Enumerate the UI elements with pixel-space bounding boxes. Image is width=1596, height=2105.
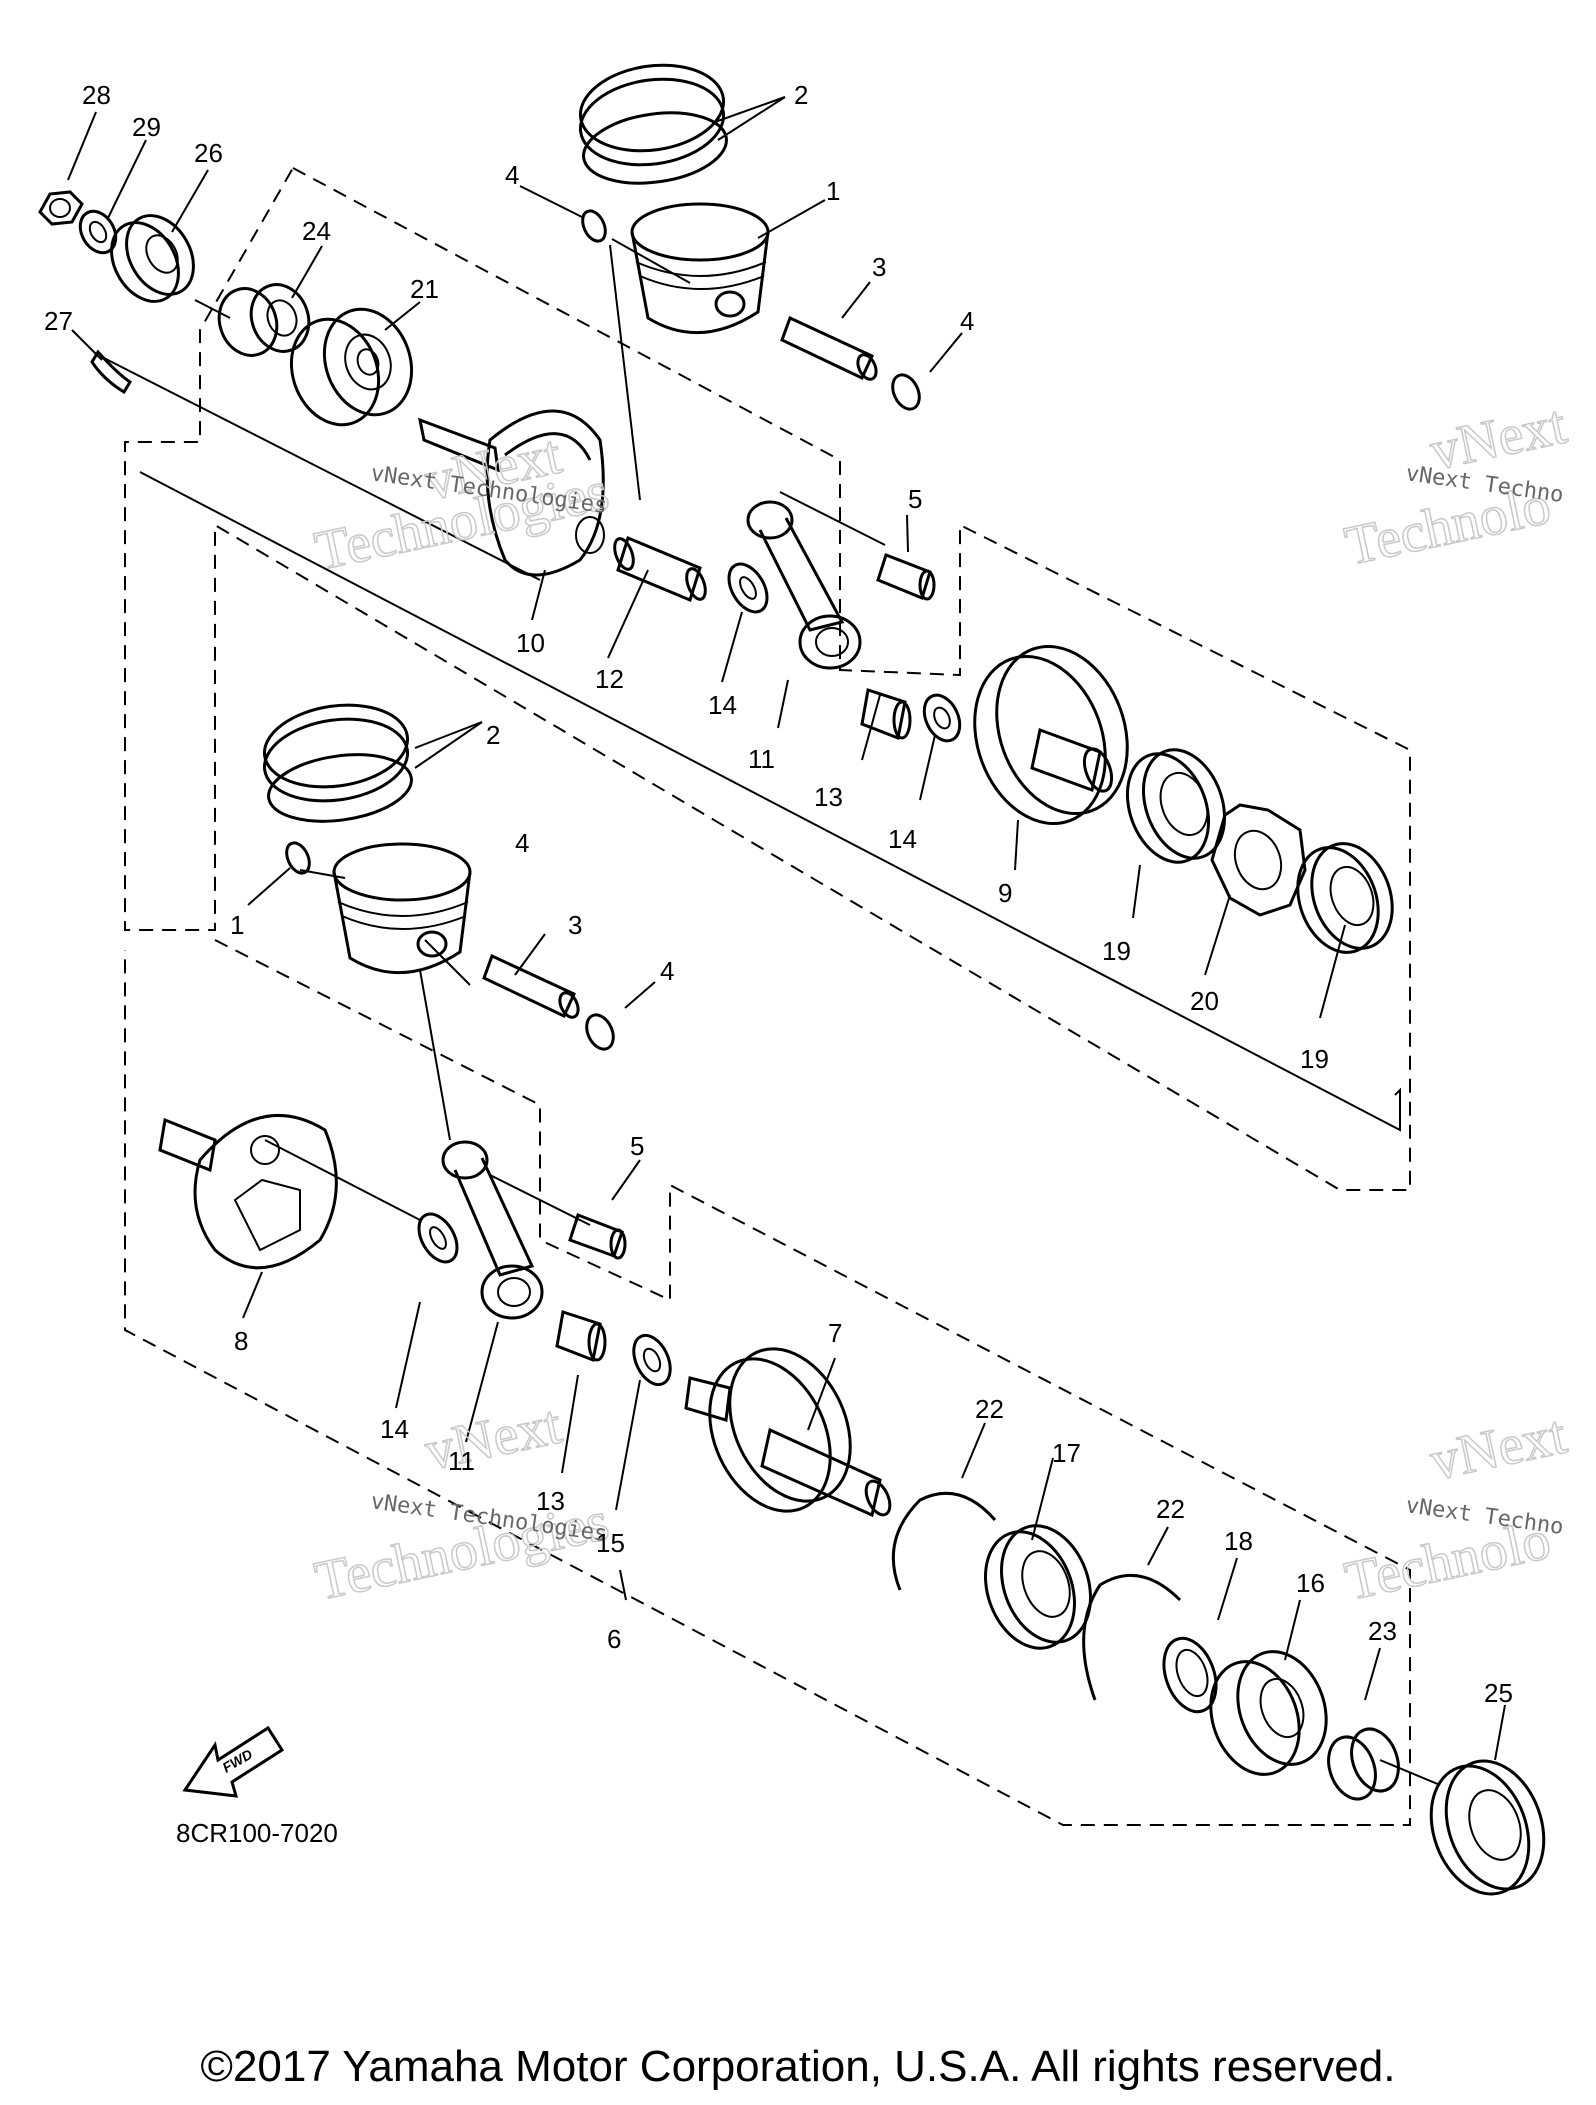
callout-6: 6 bbox=[607, 1624, 621, 1654]
shaft-axis-box bbox=[139, 471, 1401, 1132]
callout-4a: 4 bbox=[505, 160, 519, 190]
callout-14a: 14 bbox=[708, 690, 737, 720]
needle-bearing-13a-icon bbox=[860, 688, 912, 741]
circlip-22b-icon bbox=[1082, 1573, 1182, 1701]
bearing-21-icon bbox=[289, 307, 414, 427]
piston-lower-icon bbox=[332, 842, 472, 975]
callout-24: 24 bbox=[302, 216, 331, 246]
callout-15: 15 bbox=[596, 1528, 625, 1558]
callout-16: 16 bbox=[1296, 1568, 1325, 1598]
piston-rings-lower-icon bbox=[262, 703, 413, 823]
washer-18-icon bbox=[1162, 1636, 1218, 1714]
lower-parts bbox=[158, 703, 1546, 1896]
crank-web-9-icon bbox=[973, 644, 1129, 826]
callout-22a: 22 bbox=[975, 1394, 1004, 1424]
circlip-22a-icon bbox=[891, 1491, 997, 1591]
callout-2a: 2 bbox=[794, 80, 808, 110]
ball-bearing-17-icon bbox=[984, 1524, 1092, 1650]
thrust-washer-14c-icon bbox=[417, 1212, 459, 1264]
thrust-washer-14a-icon bbox=[727, 562, 769, 614]
oil-seal-26-icon bbox=[110, 214, 195, 303]
ball-bearing-19b-icon bbox=[1296, 842, 1394, 954]
lower-crank-outline bbox=[124, 939, 1411, 1826]
callout-13a: 13 bbox=[814, 782, 843, 812]
callouts: 28 29 26 24 21 27 2 4 1 3 4 5 10 12 14 1… bbox=[44, 80, 1513, 1708]
callout-14b: 14 bbox=[888, 824, 917, 854]
piston-rings-upper-icon bbox=[578, 63, 728, 185]
callout-5a: 5 bbox=[908, 484, 922, 514]
thrust-washer-15-icon bbox=[632, 1333, 672, 1387]
callout-18: 18 bbox=[1224, 1526, 1253, 1556]
washer-29-icon bbox=[78, 209, 118, 255]
circlip-4b-icon bbox=[891, 373, 921, 411]
callout-3b: 3 bbox=[568, 910, 582, 940]
copyright-notice: ©2017 Yamaha Motor Corporation, U.S.A. A… bbox=[200, 2042, 1396, 2091]
fwd-arrow-icon: FWD bbox=[182, 1725, 285, 1798]
piston-pin-upper-icon bbox=[780, 315, 878, 381]
callout-1b: 4 bbox=[515, 828, 529, 858]
assembly-outlines bbox=[124, 167, 1411, 1826]
circlip-4a-icon bbox=[581, 209, 607, 243]
callout-14c: 14 bbox=[380, 1414, 409, 1444]
callout-19a: 19 bbox=[1102, 936, 1131, 966]
callout-7: 7 bbox=[828, 1318, 842, 1348]
circlip-4d-icon bbox=[585, 1013, 615, 1051]
watermarks: vNext Technologies vNext Technologies vN… bbox=[309, 393, 1573, 1614]
callout-4b: 4 bbox=[960, 306, 974, 336]
piston-pin-lower-icon bbox=[482, 953, 580, 1019]
watermark-vnext-4: vNext bbox=[1425, 1404, 1572, 1493]
conrod-lower-icon bbox=[441, 1140, 544, 1320]
woodruff-key-27-icon bbox=[90, 349, 133, 395]
callout-21: 21 bbox=[410, 274, 439, 304]
needle-bearing-5b-icon bbox=[568, 1213, 627, 1260]
bushing-23-icon bbox=[1327, 1727, 1400, 1801]
conrod-upper-icon bbox=[746, 500, 862, 670]
callout-26: 26 bbox=[194, 138, 223, 168]
callout-12: 12 bbox=[595, 664, 624, 694]
watermark-vnext-2: vNext bbox=[420, 1394, 567, 1483]
callout-11a: 11 bbox=[748, 744, 775, 774]
upper-parts bbox=[38, 63, 1394, 954]
crank-web-8-icon bbox=[158, 1114, 338, 1270]
callout-17: 17 bbox=[1052, 1438, 1081, 1468]
roller-bearing-16-icon bbox=[1209, 1650, 1328, 1776]
callout-13b: 13 bbox=[536, 1486, 565, 1516]
callout-9: 9 bbox=[998, 878, 1012, 908]
callout-10: 10 bbox=[516, 628, 545, 658]
callout-3a: 3 bbox=[872, 252, 886, 282]
callout-19b: 19 bbox=[1300, 1044, 1329, 1074]
callout-28: 28 bbox=[82, 80, 111, 110]
diagram-code: 8CR100-7020 bbox=[176, 1818, 338, 1848]
callout-2b: 2 bbox=[486, 720, 500, 750]
callout-4d: 4 bbox=[660, 956, 674, 986]
needle-bearing-13b-icon bbox=[555, 1310, 607, 1363]
circlip-4c-icon bbox=[285, 841, 311, 875]
ball-bearing-19a-icon bbox=[1125, 748, 1227, 864]
crank-web-7-icon bbox=[684, 1347, 892, 1518]
callout-20: 20 bbox=[1190, 986, 1219, 1016]
oil-seal-25-icon bbox=[1429, 1759, 1546, 1896]
needle-bearing-5a-icon bbox=[876, 553, 936, 601]
callout-23: 23 bbox=[1368, 1616, 1397, 1646]
nut-28-icon bbox=[38, 190, 84, 226]
callout-27: 27 bbox=[44, 306, 73, 336]
callout-8: 8 bbox=[234, 1326, 248, 1356]
callout-11b: 11 bbox=[448, 1446, 475, 1476]
piston-upper-icon bbox=[630, 202, 770, 335]
callout-1a: 1 bbox=[826, 176, 840, 206]
crank-web-10-icon bbox=[418, 409, 605, 577]
crank-pin-12-icon bbox=[613, 535, 707, 603]
callout-4c: 1 bbox=[230, 910, 244, 940]
bearing-24-icon bbox=[217, 283, 311, 357]
callout-29: 29 bbox=[132, 112, 161, 142]
callout-25: 25 bbox=[1484, 1678, 1513, 1708]
callout-5b: 5 bbox=[630, 1131, 644, 1161]
thrust-washer-14b-icon bbox=[922, 693, 962, 743]
callout-22b: 22 bbox=[1156, 1494, 1185, 1524]
